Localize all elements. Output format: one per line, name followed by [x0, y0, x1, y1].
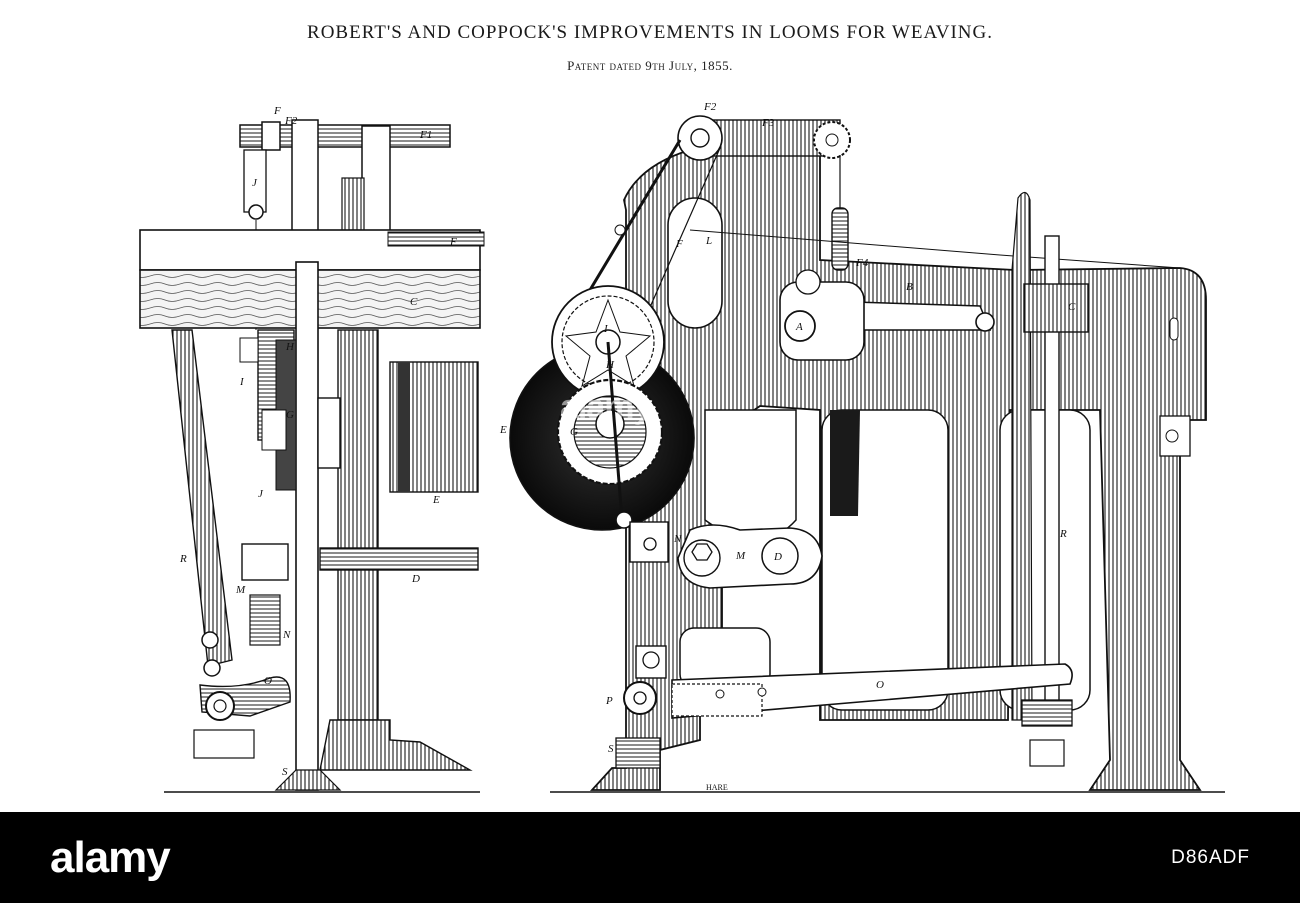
label-front-h: H — [605, 359, 615, 371]
watermark-logo: alamy — [560, 388, 652, 426]
label-front-r: R — [1059, 528, 1067, 540]
label-front-m: M — [735, 550, 746, 562]
label-side-h: H — [285, 341, 295, 353]
label-side-m: M — [235, 584, 246, 596]
image-id-label: D86ADF — [1171, 847, 1250, 868]
label-side-n: N — [282, 629, 291, 641]
label-front-f2: F2 — [703, 101, 717, 113]
label-front-d: D — [773, 551, 782, 563]
label-side-e: E — [432, 494, 440, 506]
alamy-logo[interactable]: alamy — [50, 833, 171, 882]
label-side-f1: F1 — [419, 129, 432, 141]
label-front-s: S — [608, 743, 614, 755]
label-front-f4: F4 — [855, 257, 869, 269]
label-front-n: N — [673, 533, 682, 545]
front-view-labels: F2 F3 F L F4 B A C I H E G N M D R O P S — [499, 101, 1076, 755]
label-front-g: G — [570, 426, 578, 438]
label-side-f-sley: F — [449, 236, 457, 248]
label-front-o: O — [876, 679, 884, 691]
label-side-r: R — [179, 553, 187, 565]
label-side-d: D — [411, 573, 420, 585]
label-front-b: B — [906, 281, 913, 293]
label-front-i: I — [603, 323, 609, 335]
plate-subtitle: Patent dated 9th July, 1855. — [567, 58, 733, 73]
side-view-labels: F F2 F1 J F C H I G J E R M N D O S — [179, 105, 457, 778]
footer-bar — [0, 812, 1300, 903]
label-side-g: G — [286, 409, 294, 421]
front-view — [509, 115, 1225, 793]
label-side-f2: F2 — [284, 115, 298, 127]
label-front-f3: F3 — [761, 117, 775, 129]
label-side-s: S — [282, 766, 288, 778]
label-front-l: L — [705, 235, 712, 247]
label-side-j-top: J — [252, 177, 258, 189]
loom-drawing: F F2 F1 J F C H I G J E R M N D O S F2 F… — [139, 101, 1225, 793]
label-side-i: I — [239, 376, 245, 388]
label-front-a: A — [795, 321, 803, 333]
label-front-c: C — [1068, 301, 1076, 313]
label-front-e: E — [499, 424, 507, 436]
engraver-signature: HARE — [706, 783, 728, 792]
plate-title: ROBERT'S AND COPPOCK'S IMPROVEMENTS IN L… — [307, 22, 993, 43]
label-side-o: O — [264, 675, 272, 687]
label-side-f: F — [273, 105, 281, 117]
label-side-c: C — [410, 296, 418, 308]
label-side-j: J — [258, 488, 264, 500]
label-front-p: P — [605, 695, 613, 707]
side-view — [139, 119, 485, 793]
label-front-f: F — [675, 238, 683, 250]
